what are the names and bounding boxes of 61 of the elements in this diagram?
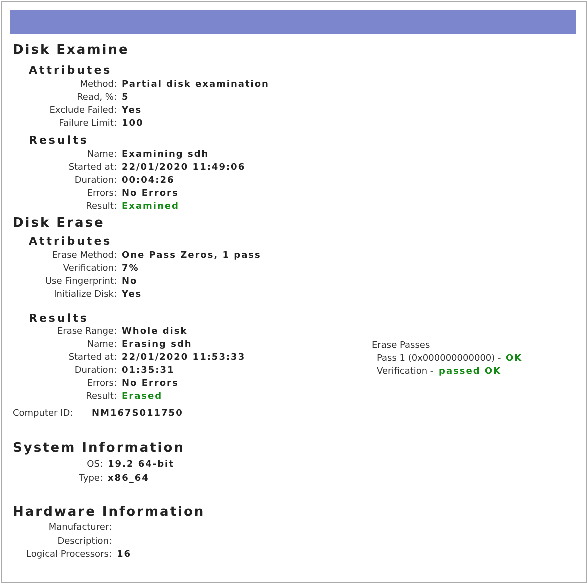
field-label: Read, %:: [77, 92, 117, 105]
field-value: No Errors: [122, 378, 179, 391]
field-label: Manufacturer:: [48, 522, 112, 535]
field-label: Type:: [79, 473, 103, 486]
field-value: NM167S011750: [92, 408, 184, 421]
field-value: 22/01/2020 11:49:06: [122, 162, 246, 175]
field-value: 19.2 64-bit: [108, 459, 174, 472]
section-heading: Disk Erase: [13, 216, 105, 232]
field-label: Computer ID:: [13, 408, 74, 421]
field-value: One Pass Zeros, 1 pass: [122, 250, 262, 263]
field-label: Started at:: [68, 352, 117, 365]
field-label: Result:: [86, 391, 117, 404]
field-label: Method:: [80, 79, 117, 92]
field-label: Failure Limit:: [59, 118, 117, 131]
subsection-heading: Results: [29, 312, 89, 326]
field-label: Use Fingerprint:: [45, 276, 117, 289]
field-label: Started at:: [68, 162, 117, 175]
field-value: 7%: [122, 263, 140, 276]
field-value: 01:35:31: [122, 365, 175, 378]
field-value: 00:04:26: [122, 175, 175, 188]
field-value: No Errors: [122, 188, 179, 201]
field-label: OS:: [87, 459, 103, 472]
field-label: Initialize Disk:: [54, 289, 117, 302]
section-heading: System Information: [13, 441, 185, 457]
field-label: Erase Range:: [57, 326, 117, 339]
field-label: Name:: [87, 149, 117, 162]
field-label: Verification:: [63, 263, 117, 276]
subsection-heading: Attributes: [29, 235, 112, 249]
field-value: Yes: [122, 289, 142, 302]
field-value: Erasing sdh: [122, 339, 192, 352]
field-value: Examining sdh: [122, 149, 210, 162]
status-value: Erased: [122, 391, 163, 404]
field-label: Description:: [58, 536, 112, 549]
field-value: No: [122, 276, 138, 289]
field-label: Pass 1 (0x000000000000) -: [377, 353, 502, 366]
field-value: 5: [122, 92, 130, 105]
field-label: Erase Passes: [372, 340, 430, 353]
field-value: Partial disk examination: [122, 79, 270, 92]
subsection-heading: Results: [29, 134, 89, 148]
field-label: Duration:: [74, 365, 117, 378]
field-label: Verification -: [377, 366, 434, 379]
field-label: Duration:: [74, 175, 117, 188]
field-label: Errors:: [87, 378, 117, 391]
field-label: Name:: [87, 339, 117, 352]
status-value: Examined: [122, 201, 180, 214]
field-value: Whole disk: [122, 326, 188, 339]
field-label: Erase Method:: [52, 250, 117, 263]
field-value: x86_64: [108, 473, 150, 486]
field-label: Result:: [86, 201, 117, 214]
status-value: passed OK: [439, 366, 502, 379]
field-value: Yes: [122, 105, 142, 118]
field-value: 100: [122, 118, 144, 131]
subsection-heading: Attributes: [29, 64, 112, 78]
field-value: 16: [117, 549, 132, 562]
status-value: OK: [506, 353, 523, 366]
field-label: Exclude Failed:: [50, 105, 117, 118]
section-heading: Hardware Information: [13, 505, 206, 521]
field-label: Logical Processors:: [26, 549, 112, 562]
field-value: 22/01/2020 11:53:33: [122, 352, 246, 365]
section-heading: Disk Examine: [13, 43, 130, 59]
field-label: Errors:: [87, 188, 117, 201]
